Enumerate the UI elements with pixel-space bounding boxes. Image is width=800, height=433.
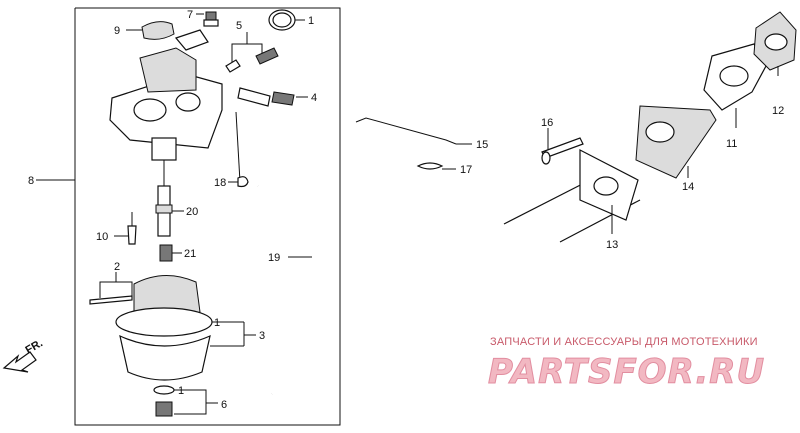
callout-label: 15 [476,139,488,151]
callout-label: 16 [541,117,553,129]
assembly-frame [36,7,341,426]
callout-label: 13 [606,239,618,251]
callout-label: 1 [178,385,184,397]
float-pin-part-2 [89,272,133,305]
bolt-part-17 [541,128,584,165]
callout-label: 8 [28,175,34,187]
front-direction-arrow [2,351,37,373]
callout-label: 12 [772,105,784,117]
clip-part-19 [228,176,249,188]
throttle-rod-part-16 [355,117,472,145]
callout-label: 10 [96,231,108,243]
callout-label: 17 [460,164,472,176]
callout-label: 14 [682,181,694,193]
callout-label: 1 [214,317,220,329]
fuel-tube-part-20 [257,183,327,396]
insulator-part-14 [503,149,641,243]
gasket-part-15 [635,105,717,179]
screw-part-7 [196,11,219,27]
callout-label: 21 [184,248,196,260]
elbow-part-12 [703,43,767,128]
callout-label: 5 [236,20,242,32]
o-ring-part-1-top [268,9,305,31]
jet-part-21 [159,244,182,262]
screw-spring-part-4 [237,87,308,107]
callout-label: 18 [214,177,226,189]
nozzle-part-11 [155,185,184,237]
jet-part-10 [114,212,137,245]
callout-label: 7 [187,9,193,21]
front-arrow-label: FR. [24,337,45,356]
gasket-part-13 [753,11,797,76]
callout-label: 6 [221,399,227,411]
callout-label: 1 [308,15,314,27]
callout-label: 4 [311,92,317,104]
screw-spring-part-5 [225,32,279,73]
callout-label: 2 [114,261,120,273]
drain-bolt-part-6 [153,385,218,417]
watermark-caption: ЗАПЧАСТИ И АКСЕССУАРЫ ДЛЯ МОТОТЕХНИКИ [490,336,758,348]
callout-label: 11 [726,138,737,150]
cap-part-9 [126,21,175,40]
callout-label: 19 [268,252,280,264]
callout-label: 9 [114,25,120,37]
callout-label: 20 [186,206,198,218]
carburetor-body [109,29,241,186]
spring-clip-part-18 [416,162,456,170]
callout-label: 3 [259,330,265,342]
watermark-logo: PARTSFOR.RU [487,352,766,393]
callout-labels: 1 2 3 4 5 6 7 8 9 10 11 12 13 14 15 16 1… [24,9,785,411]
float-bowl-assembly [115,274,256,381]
